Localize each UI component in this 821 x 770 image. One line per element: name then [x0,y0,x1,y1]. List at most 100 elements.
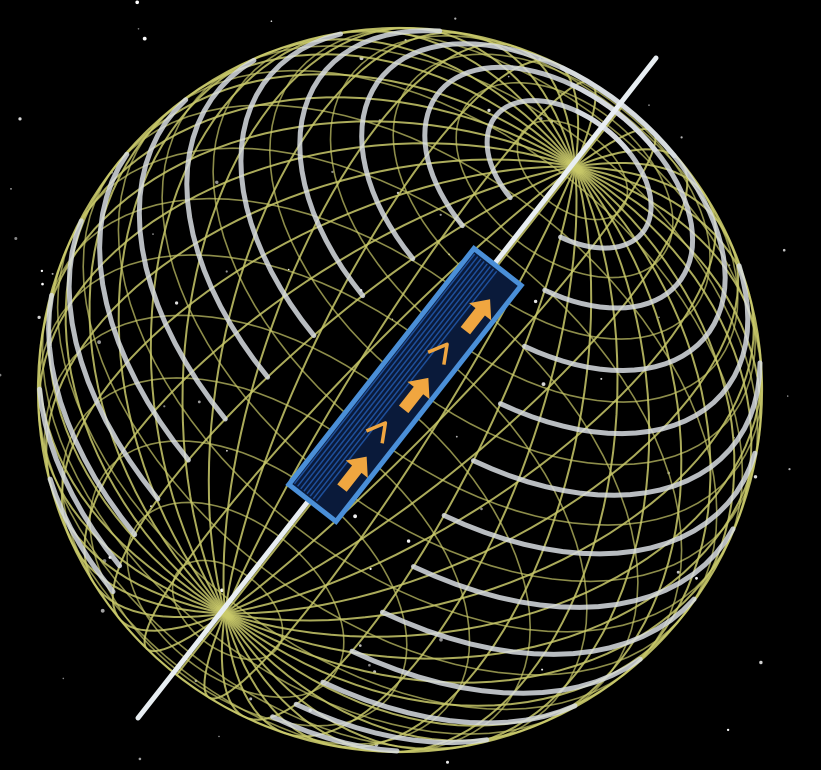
star [14,237,18,240]
field-streak [66,218,161,502]
block-arrow-icon [460,299,492,335]
star [533,299,538,304]
star [142,36,147,41]
field-streaks [37,28,763,754]
field-streak [297,28,443,299]
star [51,272,54,275]
star [726,728,730,732]
parallel [455,81,674,279]
star [541,668,544,671]
star [137,28,140,30]
panel-lines [293,253,498,502]
panel-line [312,268,495,500]
star [40,269,44,273]
panel-front [285,244,525,526]
star [218,735,220,738]
panel-line [306,263,488,495]
panel-line [303,261,485,492]
star [446,760,449,764]
panel-line [297,256,479,487]
star [18,117,22,121]
field-streak [136,97,228,422]
star [100,608,105,613]
parallel [171,559,284,661]
field-streak [238,31,343,338]
star [600,377,603,380]
field-streak [522,65,728,374]
star [41,282,44,286]
field-streak [471,360,763,498]
current-arrows [337,299,492,492]
star [439,213,442,216]
star [215,180,219,184]
parallel [392,53,711,340]
chevron-icon [427,342,449,365]
field-streak [558,109,654,251]
star [226,449,228,452]
field-streak [380,596,697,657]
star [782,248,786,252]
panel-line [309,265,491,497]
star [507,75,510,78]
star [753,475,758,479]
star [369,567,372,571]
star [10,188,12,190]
star [353,514,357,519]
star [439,637,443,642]
star [480,507,483,511]
field-streak [498,263,751,437]
field-streak [46,292,138,538]
star [676,570,680,574]
star [37,315,41,319]
star [648,104,650,107]
star [175,301,179,305]
parallel [82,104,718,676]
star [152,233,154,235]
parallel [56,147,683,711]
star [287,268,290,271]
chevron-icon [365,421,388,444]
block-arrow-icon [337,456,368,492]
field-streak [411,526,736,610]
star [163,405,166,408]
star [138,757,142,761]
star [787,395,789,397]
field-streak [37,386,123,569]
star [368,663,371,667]
center-panel [285,244,525,526]
parallel [516,119,629,221]
star [658,316,660,319]
star [135,0,139,5]
star [331,170,334,174]
field-streak [293,701,490,746]
star [454,17,457,20]
star [270,20,273,23]
star [680,136,683,139]
star [541,382,546,386]
block-arrow-icon [398,377,430,414]
panel-line [315,270,498,502]
panel-line [293,253,476,485]
star [487,108,491,112]
field-streak [320,679,578,726]
star [359,644,362,647]
parallel [161,45,759,583]
star [225,270,228,273]
star [759,660,763,665]
star [197,400,201,404]
star [695,576,698,580]
field-streak [441,450,758,557]
panel-line [300,258,482,490]
field-streak [270,714,400,754]
star [455,435,458,438]
star [788,468,791,471]
field-streak [542,82,696,311]
star [97,340,101,344]
star [62,677,65,680]
field-streak [47,476,116,595]
field-streak [349,648,643,696]
parallel [212,30,763,526]
parallel [117,69,744,633]
star [0,373,2,377]
